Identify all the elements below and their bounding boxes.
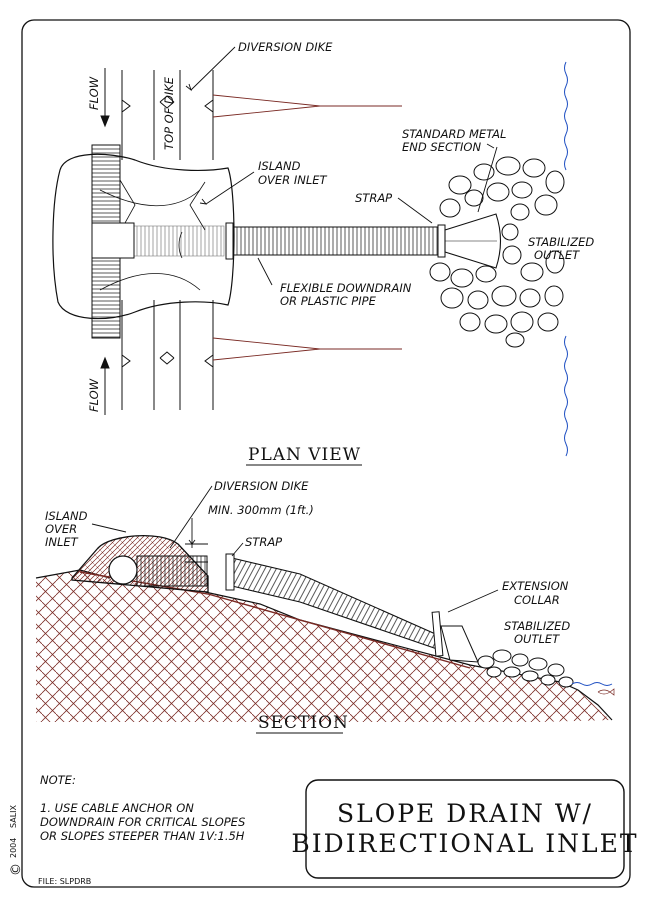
section-view: DIVERSION DIKE ISLAND OVER INLET MIN. 30… <box>35 479 615 734</box>
section-diversion-dike-label: DIVERSION DIKE <box>214 479 309 493</box>
stabilized-label-plan-1: STABILIZED <box>528 235 594 249</box>
note-line-1: 1. USE CABLE ANCHOR ON <box>40 801 194 815</box>
sheet-border <box>21 19 631 888</box>
island-label-1: ISLAND <box>258 159 301 173</box>
water-edge-plan <box>564 61 568 457</box>
flexible-label-2: OR PLASTIC PIPE <box>280 294 377 308</box>
note-line-2: DOWNDRAIN FOR CRITICAL SLOPES <box>40 815 245 829</box>
section-title: SECTION <box>258 713 349 733</box>
riprap-outlet-section <box>477 649 574 688</box>
strap-coupler-right <box>437 224 446 258</box>
copyright-year: 2004 <box>9 838 18 858</box>
top-of-dike-label: TOP OF DIKE <box>162 76 176 150</box>
section-island-label-1: ISLAND <box>45 509 88 523</box>
flow-label-top: FLOW <box>87 76 101 110</box>
min-height-label: MIN. 300mm (1ft.) <box>208 503 314 517</box>
title-line-1: SLOPE DRAIN W/ <box>337 799 593 828</box>
island-label-2: OVER INLET <box>258 173 327 187</box>
note-line-3: OR SLOPES STEEPER THAN 1V:1.5H <box>40 829 245 843</box>
inlet-tee <box>91 222 135 259</box>
plan-view-title: PLAN VIEW <box>248 445 361 465</box>
extension-label-1: EXTENSION <box>502 579 569 593</box>
extension-label-2: COLLAR <box>514 593 560 607</box>
title-line-2: BIDIRECTIONAL INLET <box>291 829 638 858</box>
diversion-dike-label: DIVERSION DIKE <box>238 40 333 54</box>
section-island-label-3: INLET <box>45 535 79 549</box>
flow-label-bottom: FLOW <box>87 378 101 412</box>
header-pipe-top <box>91 144 121 224</box>
fish-icon <box>597 688 615 696</box>
flow-arrows <box>100 68 110 415</box>
title-block: SLOPE DRAIN W/ BIDIRECTIONAL INLET <box>291 779 638 879</box>
std-metal-label-2: END SECTION <box>402 140 481 154</box>
dike-taper-lines <box>212 94 402 361</box>
flexible-label-1: FLEXIBLE DOWNDRAIN <box>280 281 412 295</box>
riprap-outlet-plan <box>429 156 565 348</box>
inlet-pipe-end <box>108 555 138 585</box>
section-strap-label: STRAP <box>245 535 282 549</box>
water-surface-section <box>571 682 613 686</box>
copyright-block: © 2004 SALIX <box>9 804 24 876</box>
section-island-label-2: OVER <box>45 522 77 536</box>
notes-block: NOTE: 1. USE CABLE ANCHOR ON DOWNDRAIN F… <box>40 773 245 843</box>
section-leaders <box>91 485 499 613</box>
min-height-dimension <box>185 518 208 563</box>
dike-lines <box>121 70 214 410</box>
std-metal-label-1: STANDARD METAL <box>402 127 506 141</box>
note-heading: NOTE: <box>40 773 76 787</box>
plan-view: FLOW FLOW TOP OF DIKE DIVERSION DIKE ISL… <box>52 40 594 466</box>
island-over-inlet <box>52 153 235 320</box>
strap-coupler-left <box>225 222 234 260</box>
soil-hatch <box>36 570 610 722</box>
file-label: FILE: SLPDRB <box>38 877 91 886</box>
copyright-owner: SALIX <box>9 804 18 828</box>
section-stabilized-label-2: OUTLET <box>514 632 560 646</box>
strap-label-plan: STRAP <box>355 191 392 205</box>
section-stabilized-label-1: STABILIZED <box>504 619 570 633</box>
extension-collar <box>431 611 444 657</box>
header-pipe-bottom <box>91 257 121 339</box>
stabilized-label-plan-2: OUTLET <box>534 248 580 262</box>
flexible-downdrain <box>231 226 441 256</box>
plan-leaders <box>185 46 498 286</box>
copyright-symbol: © <box>9 863 24 876</box>
